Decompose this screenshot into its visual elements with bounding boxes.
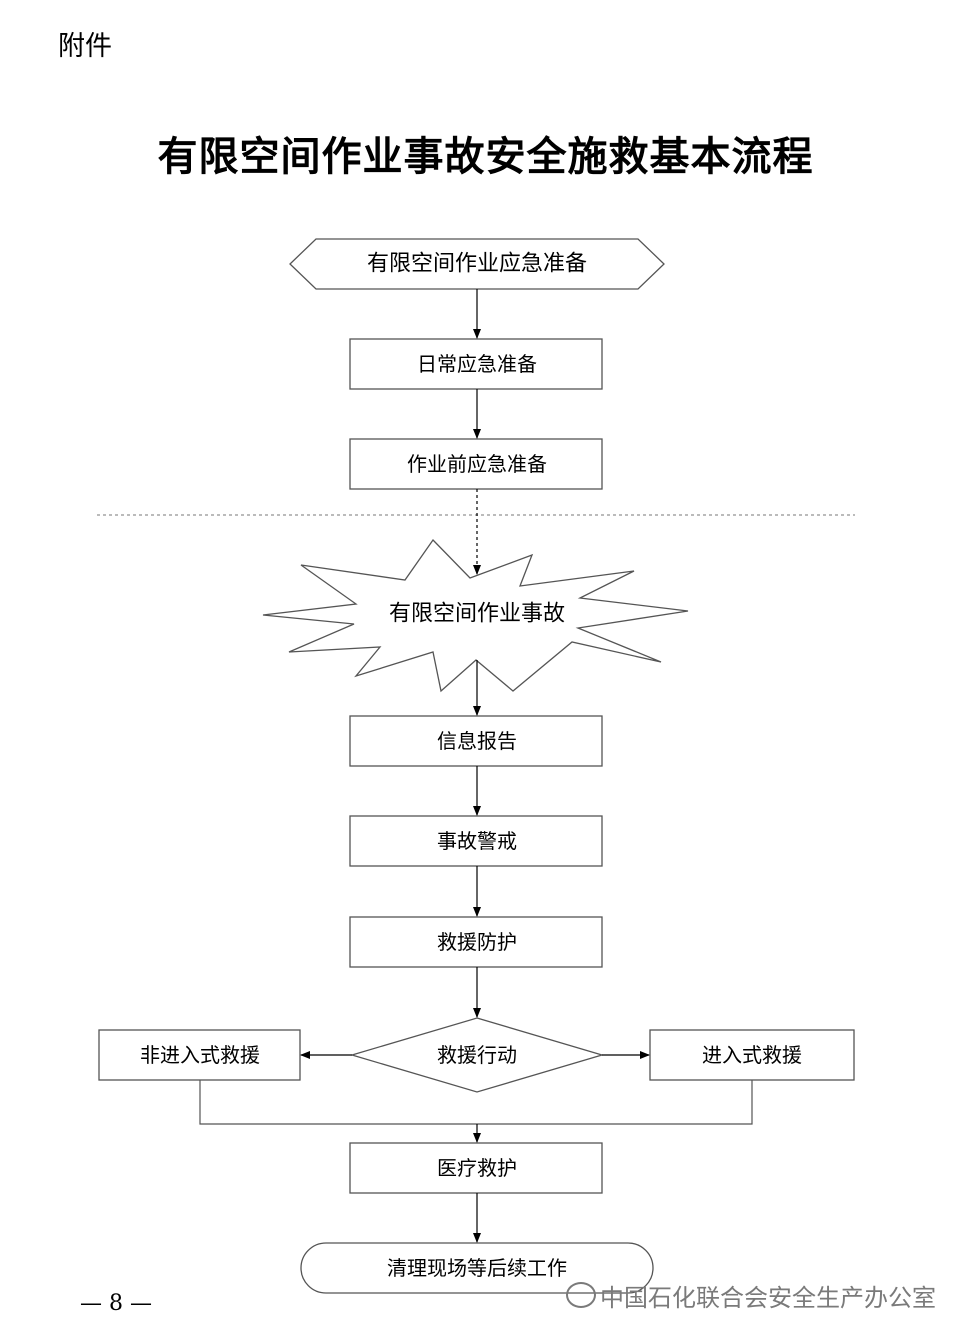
wechat-icon (566, 1282, 596, 1308)
non-entry-rescue-label: 非进入式救援 (140, 1043, 260, 1067)
cleanup-label: 清理现场等后续工作 (387, 1256, 567, 1280)
info-report-label: 信息报告 (437, 729, 517, 753)
annex-label: 附件 (58, 31, 112, 62)
pre-work-prep-box (349, 438, 603, 490)
rescue-action-label: 救援行动 (437, 1043, 517, 1067)
prep-header-label: 有限空间作业应急准备 (367, 252, 587, 277)
page-number: — 8 — (80, 1291, 152, 1316)
accident-label: 有限空间作业事故 (389, 602, 565, 627)
page-title: 有限空间作业事故安全施救基本流程 (157, 133, 814, 180)
daily-prep-label: 日常应急准备 (417, 352, 537, 376)
medical-rescue-box (349, 1142, 603, 1194)
accident-alert-label: 事故警戒 (437, 829, 517, 853)
rescue-protection-label: 救援防护 (437, 930, 517, 954)
daily-prep-box (349, 338, 603, 390)
rescue-protection-box (349, 916, 603, 968)
cleanup-terminator (300, 1242, 654, 1294)
prep-header-shape (289, 238, 665, 290)
merge-line (199, 1080, 753, 1125)
medical-rescue-label: 医疗救护 (437, 1156, 517, 1180)
watermark: 中国石化联合会安全生产办公室 (566, 1278, 936, 1313)
watermark-text: 中国石化联合会安全生产办公室 (600, 1284, 936, 1312)
rescue-action-diamond (349, 1017, 605, 1093)
accident-alert-box (349, 815, 603, 867)
info-report-box (349, 715, 603, 767)
entry-rescue-label: 进入式救援 (702, 1043, 802, 1067)
accident-burst-shape (262, 538, 689, 693)
pre-work-prep-label: 作业前应急准备 (407, 452, 547, 476)
